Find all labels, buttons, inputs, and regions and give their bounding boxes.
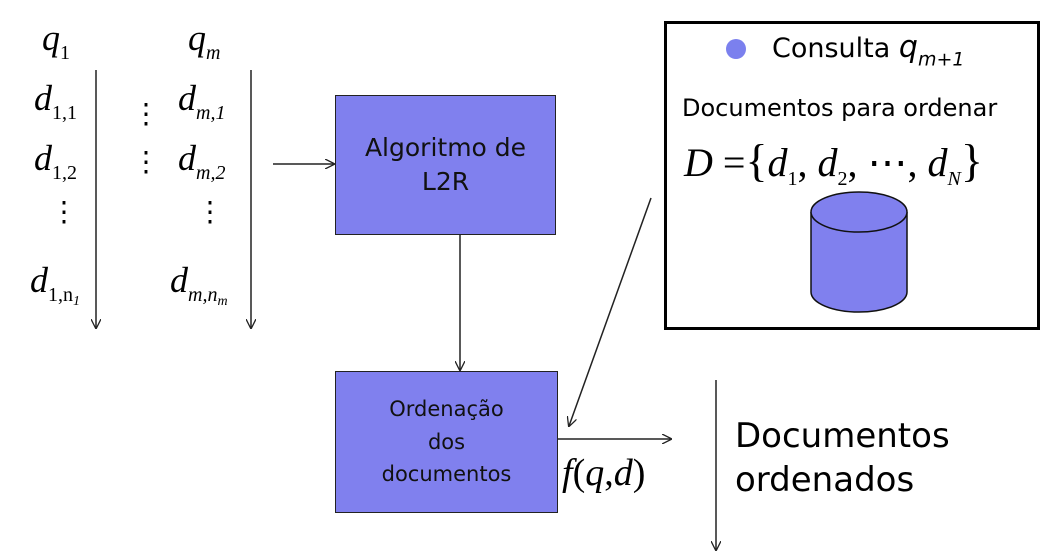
query-1-label: q1	[42, 18, 70, 64]
docs-to-rank-label: Documentos para ordenar	[682, 94, 998, 122]
col1-vertical-dots: ⋮	[50, 195, 78, 228]
doc-1-n: d1,n1	[30, 260, 80, 310]
doc-m-1: dm,1	[178, 78, 226, 124]
algorithm-line2: L2R	[421, 167, 470, 196]
output-line1: Documentos	[735, 416, 950, 456]
document-set: D ={d1, d2, ⋯, dN}	[684, 135, 983, 190]
query-to-ranking-arrow	[569, 197, 652, 426]
new-query-panel	[664, 21, 1040, 330]
between-columns-dots-top: ⋮	[132, 97, 160, 130]
output-label: Documentos ordenados	[735, 414, 950, 502]
algorithm-box: Algoritmo de L2R	[335, 95, 556, 235]
ranking-line3: documentos	[381, 462, 512, 487]
doc-1-1: d1,1	[34, 78, 77, 124]
algorithm-line1: Algoritmo de	[364, 133, 527, 163]
ranking-line2: dos	[427, 429, 466, 454]
consulta-label: Consulta qm+1	[772, 30, 965, 71]
doc-m-2: dm,2	[178, 138, 226, 184]
ranking-line1: Ordenação	[389, 397, 504, 422]
database-cylinder-icon	[810, 191, 908, 313]
between-columns-dots-bottom: ⋮	[132, 145, 160, 178]
output-line2: ordenados	[735, 460, 915, 501]
ranking-box: Ordenação dos documentos	[335, 371, 558, 513]
colm-vertical-dots: ⋮	[196, 195, 224, 228]
doc-m-n: dm,nm	[170, 260, 228, 310]
ranking-function-label: f(q,d)	[562, 452, 646, 494]
bullet-icon	[726, 39, 746, 59]
doc-1-2: d1,2	[34, 138, 77, 184]
query-m-label: qm	[188, 18, 221, 64]
